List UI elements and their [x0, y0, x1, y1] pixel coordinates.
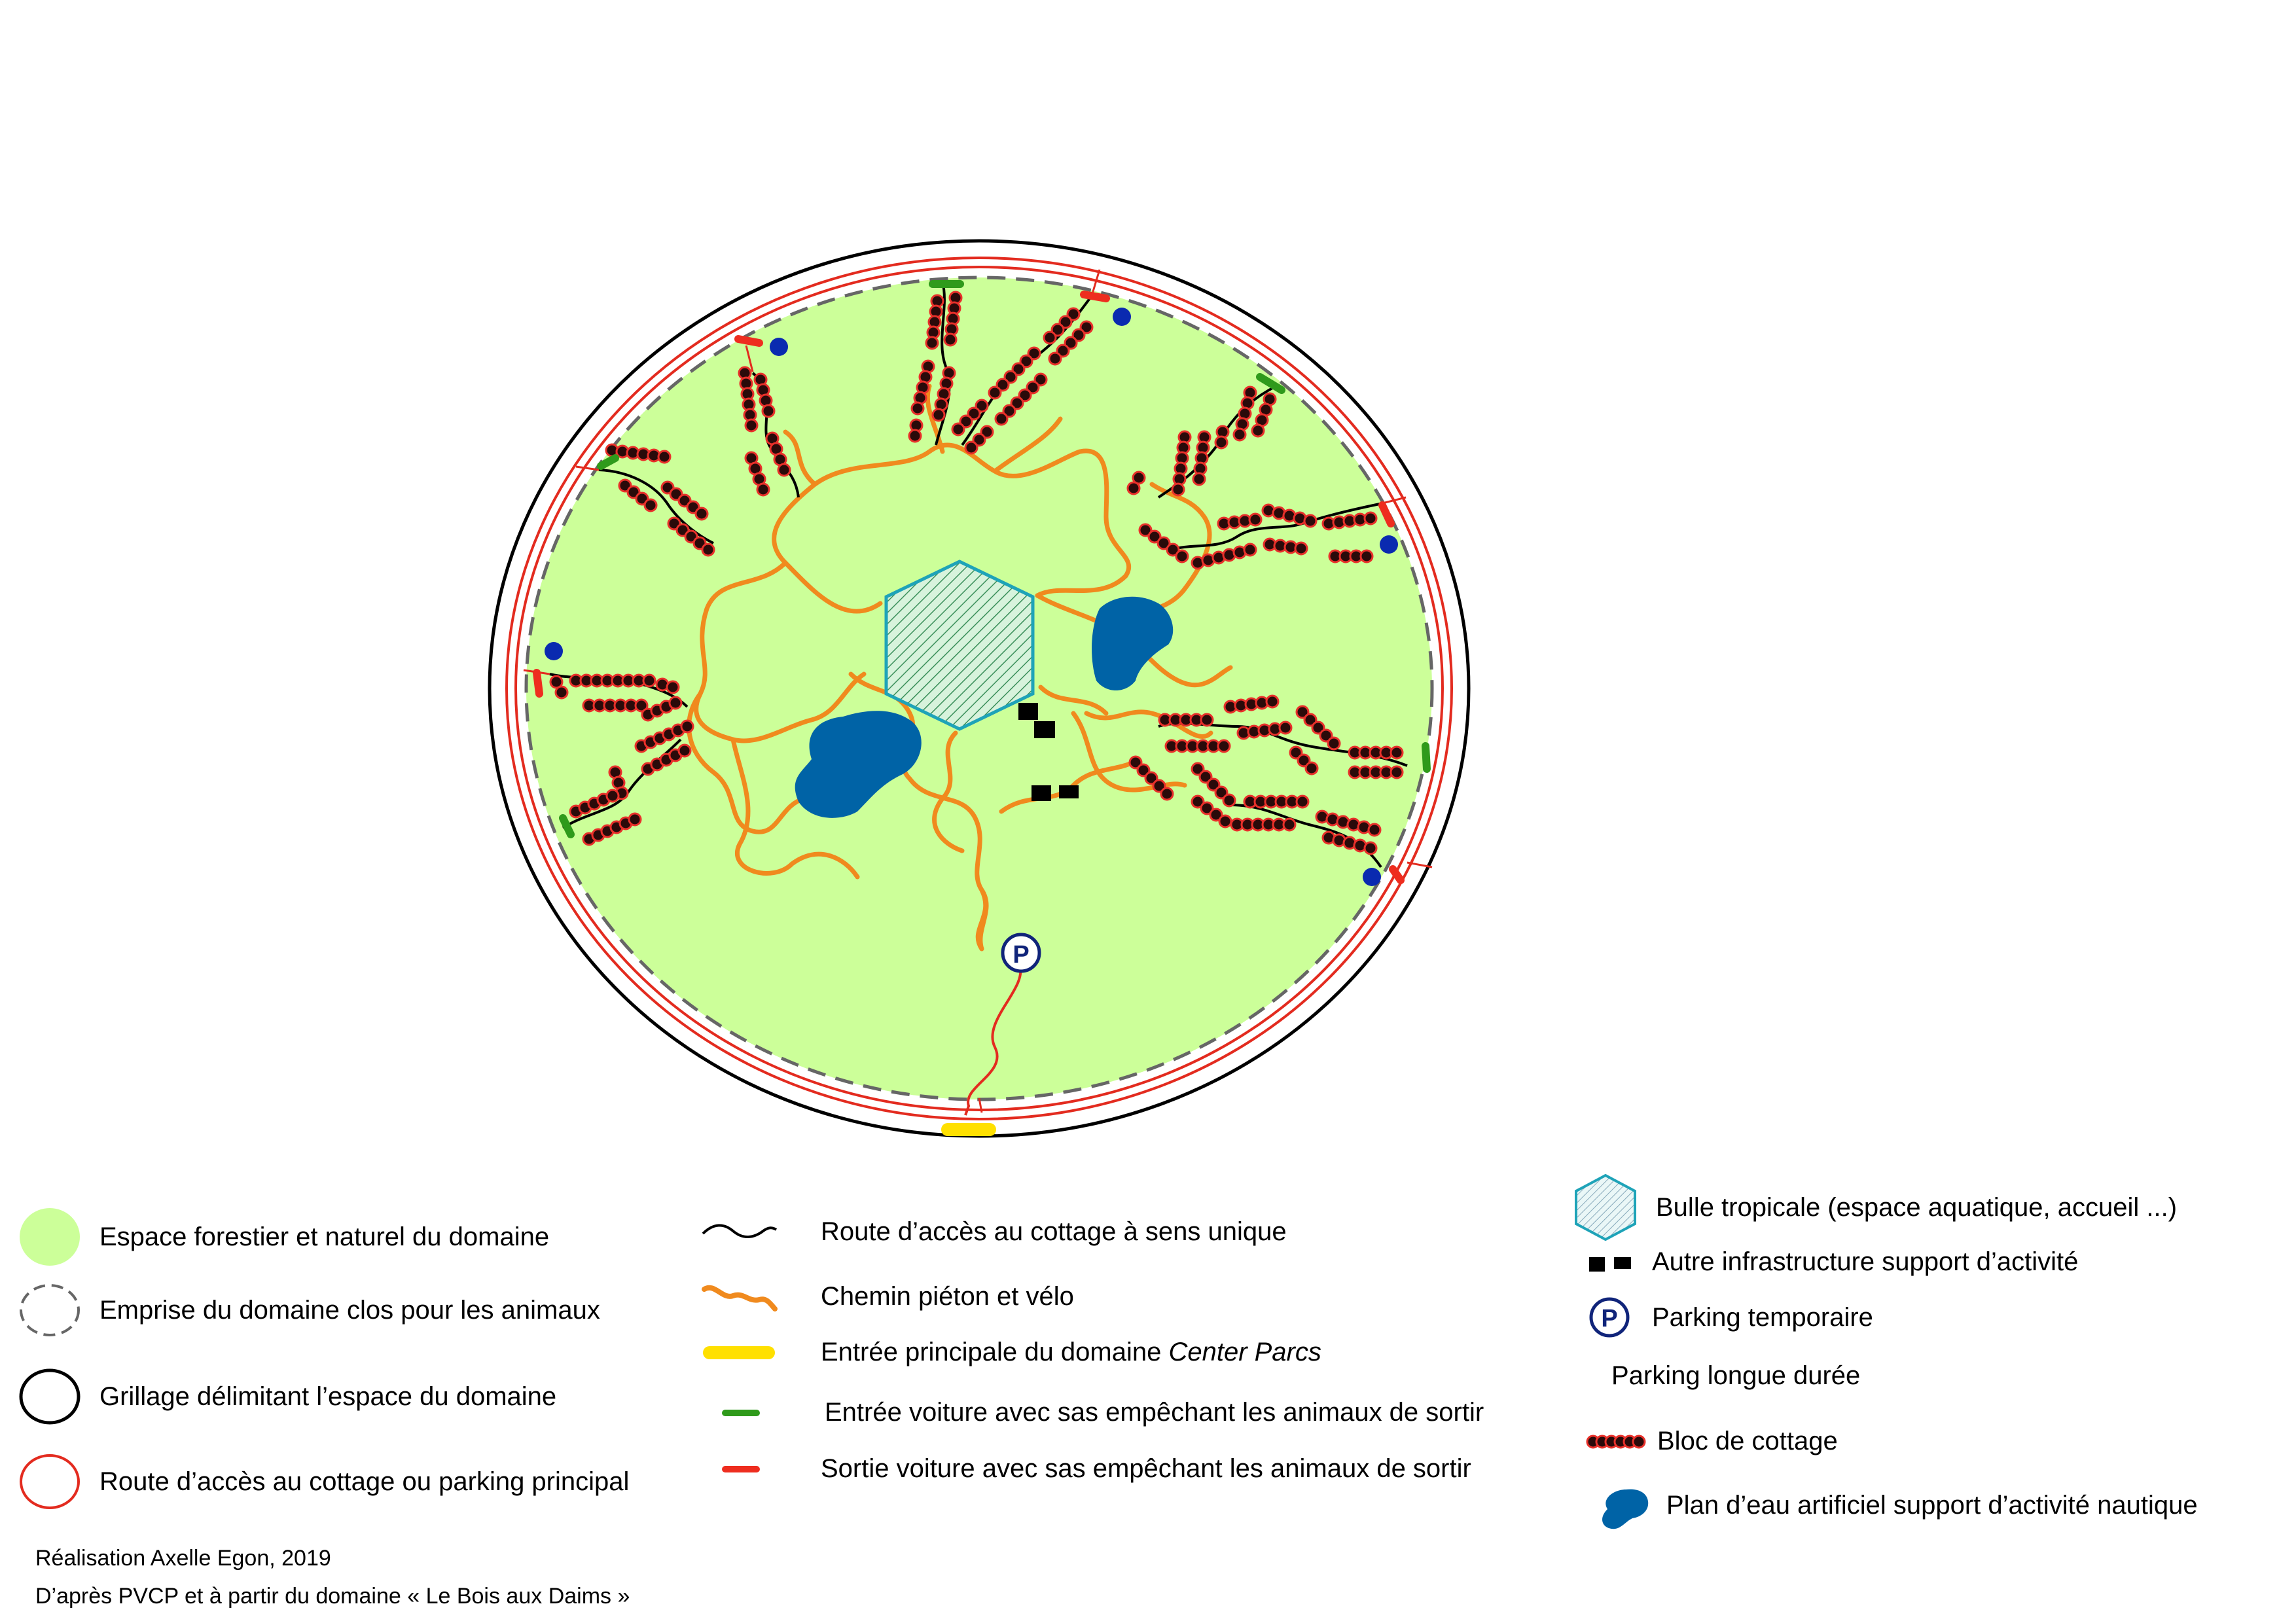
access-road-inner — [514, 266, 1444, 1111]
credit-author: Réalisation Axelle Egon, 2019 — [35, 1546, 331, 1571]
cottage-chain-icon — [1586, 1435, 1646, 1448]
car-entries — [559, 280, 1431, 838]
cottage-blocks — [549, 291, 1404, 855]
legend-one-way-label: Route d’accès au cottage à sens unique — [821, 1217, 1287, 1246]
legend-main-entrance-italic: Center Parcs — [1168, 1338, 1321, 1366]
legend-infra-label: Autre infrastructure support d’activité — [1652, 1247, 2079, 1276]
legend-main-entrance: Entrée principale du domaine Center Parc… — [700, 1338, 1321, 1367]
legend-fence-label: Grillage délimitant l’espace du domaine — [99, 1382, 557, 1411]
legend-cottage-label: Bloc de cottage — [1657, 1427, 1838, 1455]
legend-main-entrance-label: Entrée principale du domaine Center Parc… — [821, 1338, 1321, 1367]
lake-icon — [1602, 1489, 1649, 1529]
long-parkings — [545, 308, 1398, 886]
legend-enclosure-label: Emprise du domaine clos pour les animaux — [99, 1295, 600, 1325]
legend-path-label: Chemin piéton et vélo — [821, 1281, 1074, 1311]
legend-infra: Autre infrastructure support d’activité — [1581, 1247, 2078, 1277]
legend-enclosure: Emprise du domaine clos pour les animaux — [18, 1283, 600, 1338]
yellow-bar-icon — [703, 1346, 775, 1359]
legend-parking-long: Parking longue durée — [1590, 1361, 1860, 1391]
legend-bubble-label: Bulle tropicale (espace aquatique, accue… — [1656, 1192, 2178, 1222]
legend-lake-label: Plan d’eau artificiel support d’activité… — [1666, 1490, 2198, 1520]
cottage-group-nw — [605, 366, 791, 557]
black-squares-icon — [1589, 1257, 1631, 1272]
car-exits — [533, 291, 1405, 884]
green-dash-icon — [722, 1409, 760, 1416]
legend-fence: Grillage délimitant l’espace du domaine — [18, 1368, 556, 1425]
cottage-group-n — [908, 291, 1094, 455]
cottage-group-w — [549, 673, 694, 846]
legend-road: Route d’accès au cottage ou parking prin… — [18, 1453, 629, 1510]
legend-car-exit: Sortie voiture avec sas empêchant les an… — [700, 1454, 1471, 1484]
access-road-outer — [505, 257, 1453, 1120]
legend-path: Chemin piéton et vélo — [700, 1280, 1074, 1313]
cottage-group-se — [1128, 694, 1404, 855]
black-circle-icon — [19, 1368, 81, 1425]
credit-source: D’après PVCP et à partir du domaine « Le… — [35, 1584, 630, 1609]
legend-one-way: Route d’accès au cottage à sens unique — [700, 1217, 1287, 1247]
tropical-bubble — [884, 560, 1035, 731]
legend-bubble: Bulle tropicale (espace aquatique, accue… — [1571, 1171, 2177, 1243]
dashed-circle-icon — [20, 1284, 80, 1336]
legend-forest-label: Espace forestier et naturel du domaine — [99, 1222, 550, 1251]
legend-car-entry: Entrée voiture avec sas empêchant les an… — [700, 1398, 1484, 1427]
orange-wave-icon — [702, 1285, 778, 1311]
svg-text:P: P — [1601, 1305, 1617, 1332]
legend-forest: Espace forestier et naturel du domaine — [18, 1205, 549, 1268]
red-dash-icon — [722, 1465, 760, 1472]
lake-east — [1092, 596, 1174, 690]
hexagon-icon — [1575, 1173, 1636, 1241]
legend-parking-temp-label: Parking temporaire — [1652, 1302, 1873, 1332]
legend-car-exit-label: Sortie voiture avec sas empêchant les an… — [821, 1454, 1471, 1483]
legend-parking-temp: P Parking temporaire — [1587, 1294, 1873, 1340]
entrance-path — [978, 889, 989, 950]
legend-main-entrance-text: Entrée principale du domaine — [821, 1338, 1169, 1366]
entrance-road — [964, 965, 1022, 1116]
black-wave-icon — [702, 1224, 778, 1238]
cottage-group-ne — [1126, 385, 1378, 570]
lake-west — [795, 711, 922, 818]
svg-text:P: P — [1013, 941, 1029, 969]
infrastructure-blocks — [1018, 703, 1079, 801]
legend-lake: Plan d’eau artificiel support d’activité… — [1594, 1479, 2198, 1531]
domain-map: P — [488, 239, 1471, 1138]
legend-parking-long-label: Parking longue durée — [1611, 1361, 1861, 1390]
legend-car-entry-label: Entrée voiture avec sas empêchant les an… — [825, 1398, 1484, 1427]
temporary-parking: P — [1001, 933, 1041, 973]
legend-road-label: Route d’accès au cottage ou parking prin… — [99, 1467, 630, 1496]
legend-cottage: Bloc de cottage — [1584, 1427, 1838, 1456]
green-disc-icon — [20, 1208, 80, 1266]
red-circle-icon — [20, 1454, 80, 1509]
parking-p-icon: P — [1589, 1297, 1630, 1338]
